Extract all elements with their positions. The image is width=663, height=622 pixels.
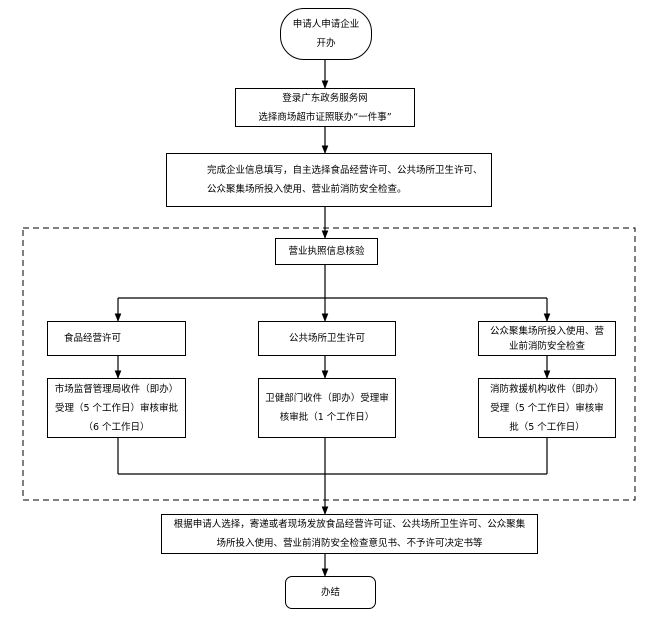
fire-safety-title-line2: 业前消防安全检查 bbox=[508, 340, 585, 352]
hygiene-review-node: 卫健部门收件（即办）受理审 核审批（1 个工作日） bbox=[258, 378, 396, 438]
fire-review-line1: 消防救援机构收件（即办） bbox=[489, 383, 604, 395]
hygiene-license-title: 公共场所卫生许可 bbox=[288, 333, 365, 344]
issue-documents-step: 根据申请人选择，寄递或者现场发放食品经营许可证、公共场所卫生许可、公众聚集 场所… bbox=[161, 514, 538, 554]
end-node: 办结 bbox=[285, 576, 376, 609]
food-review-line1: 市场监督管理局收件（即办） bbox=[54, 383, 179, 395]
verify-label: 营业执照信息核验 bbox=[288, 246, 365, 257]
food-review-node: 市场监督管理局收件（即办） 受理（5 个工作日）审核审批 （6 个工作日） bbox=[47, 378, 186, 438]
fill-info-step: 完成企业信息填写，自主选择食品经营许可、公共场所卫生许可、 公众聚集场所投入使用… bbox=[166, 153, 492, 207]
fire-safety-node: 公众聚集场所投入使用、营 业前消防安全检查 bbox=[478, 321, 616, 356]
login-step: 登录广东政务服务网 选择商场超市证照联办“一件事” bbox=[235, 88, 415, 127]
fill-line1: 完成企业信息填写，自主选择食品经营许可、公共场所卫生许可、 bbox=[207, 165, 483, 176]
food-review-line3: （6 个工作日） bbox=[83, 421, 150, 433]
issue-line2: 场所投入使用、营业前消防安全检查意见书、不予许可决定书等 bbox=[216, 538, 483, 549]
end-label: 办结 bbox=[320, 587, 340, 598]
hygiene-license-node: 公共场所卫生许可 bbox=[258, 321, 396, 356]
license-verify-step: 营业执照信息核验 bbox=[275, 238, 378, 265]
login-line1: 登录广东政务服务网 bbox=[282, 92, 368, 104]
start-line1: 申请人申请企业 bbox=[292, 19, 360, 30]
fire-review-node: 消防救援机构收件（即办） 受理（5 个工作日）审核审 批（5 个工作日） bbox=[478, 378, 616, 438]
food-license-title: 食品经营许可 bbox=[64, 333, 122, 344]
login-line2: 选择商场超市证照联办“一件事” bbox=[258, 111, 392, 123]
parallel-stage-boundary bbox=[22, 227, 636, 501]
hygiene-review-line1: 卫健部门收件（即办）受理审 bbox=[265, 393, 389, 404]
hygiene-review-line2: 核审批（1 个工作日） bbox=[279, 412, 375, 423]
start-line2: 开办 bbox=[316, 38, 336, 49]
start-node: 申请人申请企业 开办 bbox=[280, 8, 372, 60]
food-license-node: 食品经营许可 bbox=[47, 321, 186, 356]
fill-line2: 公众聚集场所投入使用、营业前消防安全检查。 bbox=[207, 184, 407, 195]
food-review-line2: 受理（5 个工作日）审核审批 bbox=[54, 402, 179, 414]
fire-safety-title-line1: 公众聚集场所投入使用、营 bbox=[489, 325, 604, 337]
issue-line1: 根据申请人选择，寄递或者现场发放食品经营许可证、公共场所卫生许可、公众聚集 bbox=[173, 519, 526, 530]
fire-review-line2: 受理（5 个工作日）审核审 bbox=[490, 402, 604, 414]
fire-review-line3: 批（5 个工作日） bbox=[509, 421, 585, 433]
